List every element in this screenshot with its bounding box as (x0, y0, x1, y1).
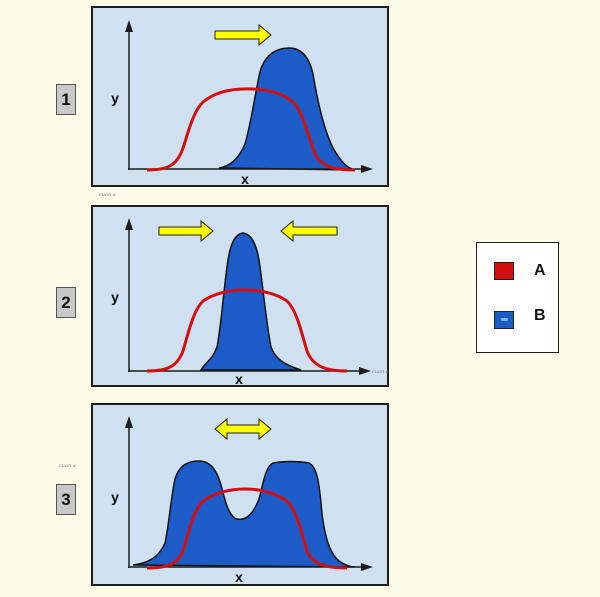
double-arrow-icon (214, 417, 272, 441)
small-text-3: cuan a (59, 463, 76, 469)
legend: A B (476, 242, 559, 353)
legend-swatch-b (494, 311, 514, 329)
panel-2-graphic: x y (111, 218, 371, 385)
curve-b-shape (218, 47, 356, 171)
x-axis-arrowhead (361, 165, 373, 173)
small-text-2: cuan a (372, 369, 389, 375)
y-axis-arrowhead (125, 218, 133, 230)
y-axis-label: y (111, 489, 119, 505)
x-axis-label: x (235, 569, 243, 584)
curve-a-line (146, 87, 356, 172)
panel-number-2: 2 (56, 287, 76, 318)
legend-label-a: A (534, 262, 546, 279)
y-axis-label: y (111, 289, 119, 305)
curve-b-shape (132, 460, 356, 568)
x-axis-label: x (241, 171, 249, 185)
panel-3-graphic: x y (111, 416, 373, 584)
panel-1: x y (91, 6, 389, 187)
legend-swatch-a (494, 262, 514, 280)
y-axis-label: y (111, 90, 119, 106)
x-axis-arrowhead (359, 367, 371, 375)
curve-a-line (146, 288, 348, 373)
panel-number-1: 1 (56, 84, 76, 115)
arrow-left-icon (280, 219, 338, 243)
arrow-right-icon (158, 219, 214, 243)
y-axis-arrowhead (125, 416, 133, 428)
panel-3: x y (91, 403, 389, 586)
x-axis-label: x (235, 371, 243, 385)
panel-1-graphic: x y (111, 20, 373, 185)
y-axis-arrowhead (125, 20, 133, 32)
small-text-1: cuan a (99, 192, 116, 198)
legend-label-b: B (534, 307, 546, 324)
curve-a-line (146, 487, 348, 570)
panel-number-3: 3 (56, 484, 76, 515)
curve-b-shape (199, 232, 302, 371)
arrow-right-icon (214, 23, 272, 47)
swatch-highlight-icon (501, 318, 508, 321)
panel-2: x y (91, 205, 389, 387)
x-axis-arrowhead (361, 563, 373, 571)
